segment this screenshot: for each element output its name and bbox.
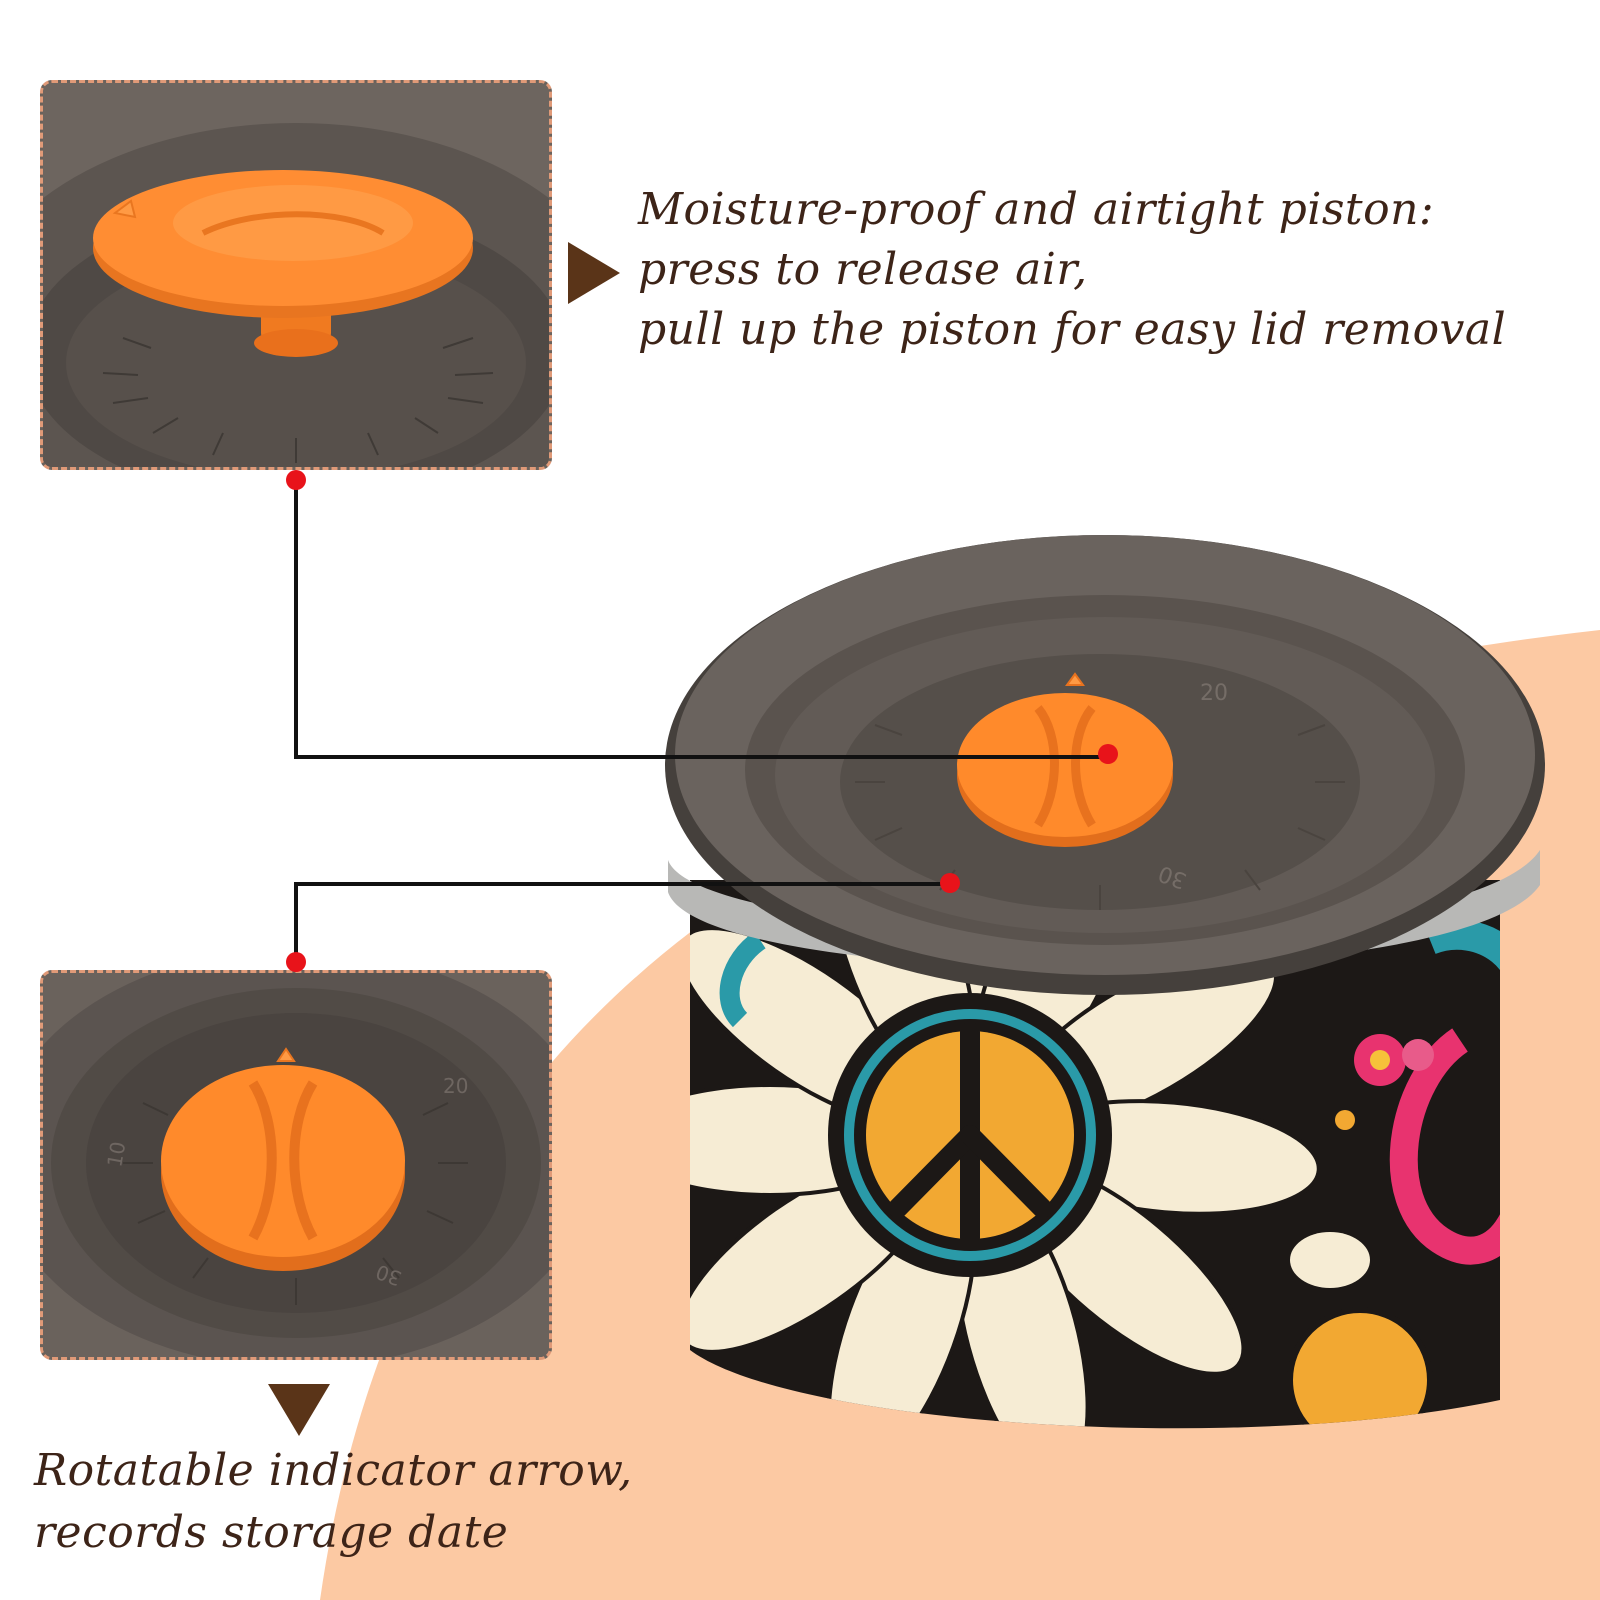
indicator-closeup-image: 20 10 30 — [43, 973, 549, 1357]
scale-number-20: 20 — [443, 1074, 468, 1098]
indicator-caption-line1: Rotatable indicator arrow, — [34, 1445, 633, 1496]
peace-sign-icon — [828, 993, 1112, 1277]
piston-caption: Moisture-proof and airtight piston: pres… — [638, 180, 1506, 360]
piston-caption-line3: pull up the piston for easy lid removal — [638, 304, 1507, 355]
piston-caption-line1: Moisture-proof and airtight piston: — [638, 184, 1435, 235]
triangle-down-icon — [268, 1384, 330, 1436]
lid-scale-number-20: 20 — [1200, 681, 1228, 706]
piston-closeup-panel — [40, 80, 552, 470]
canister-product-image: 20 30 — [665, 535, 1545, 1429]
scale-number-10: 10 — [102, 1140, 130, 1169]
piston-caption-line2: press to release air, — [638, 244, 1088, 295]
indicator-caption-line2: records storage date — [34, 1507, 509, 1558]
triangle-right-icon — [568, 242, 620, 304]
piston-closeup-image — [43, 83, 549, 467]
indicator-closeup-panel: 20 10 30 — [40, 970, 552, 1360]
indicator-caption: Rotatable indicator arrow, records stora… — [34, 1440, 633, 1564]
